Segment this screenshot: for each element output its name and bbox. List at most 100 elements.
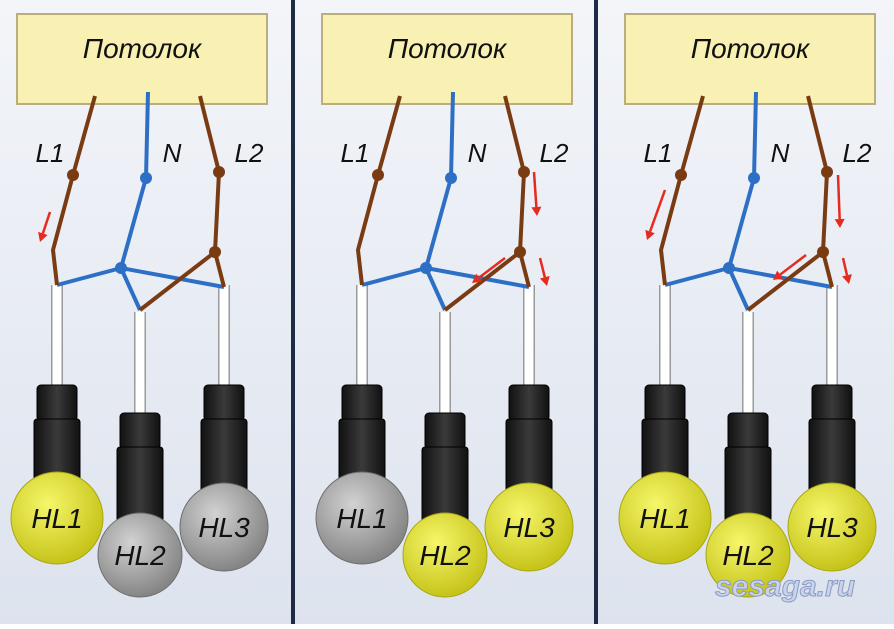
phase-wire-l2 xyxy=(138,95,221,312)
neutral-junction-lower xyxy=(723,262,735,274)
phase-l1-junction xyxy=(67,169,79,181)
bulb-label: HL3 xyxy=(503,512,555,543)
wire-label-l2: L2 xyxy=(540,138,569,168)
neutral-branch-hl2 xyxy=(727,267,750,311)
current-arrow-3 xyxy=(779,254,807,276)
neutral-wire xyxy=(664,91,758,287)
ceiling-label: Потолок xyxy=(691,33,811,64)
bulb-label: HL2 xyxy=(722,540,774,571)
phase-wire-l1 xyxy=(356,95,402,286)
phase-l2-branch-hl3 xyxy=(518,251,531,288)
current-arrow-1 xyxy=(648,189,667,232)
socket-top xyxy=(644,384,686,422)
socket-top xyxy=(119,412,161,450)
phase-l2-branch-hl3 xyxy=(821,251,834,288)
neutral-branch-hl2 xyxy=(119,267,142,311)
wire-label-l1: L1 xyxy=(341,138,370,168)
bulb-globe xyxy=(484,482,574,572)
current-arrow-head-3 xyxy=(539,276,550,286)
bulb-hl3: HL3 xyxy=(484,384,574,572)
bulb-hl3: HL3 xyxy=(787,384,877,572)
current-arrow-head-3 xyxy=(773,270,784,280)
socket-top xyxy=(341,384,383,422)
current-arrow-3 xyxy=(538,257,547,278)
bulb-globe xyxy=(402,512,488,598)
bulb-hl1: HL1 xyxy=(315,384,409,565)
ceiling-box xyxy=(624,13,876,105)
bulb-label: HL2 xyxy=(419,540,471,571)
current-arrow-4 xyxy=(841,257,849,276)
current-arrow-2 xyxy=(478,257,506,279)
phase-l1-junction xyxy=(675,169,687,181)
wire-label-n: N xyxy=(163,138,182,168)
socket-top xyxy=(36,384,78,422)
ceiling-label: Потолок xyxy=(83,33,203,64)
socket-top xyxy=(424,412,466,450)
bulb-globe xyxy=(179,482,269,572)
bulb-label: HL3 xyxy=(806,512,858,543)
bulb-globe xyxy=(705,512,791,598)
current-arrow-head-1 xyxy=(531,206,542,216)
bulb-label: HL2 xyxy=(114,540,166,571)
bulb-globe xyxy=(97,512,183,598)
bulb-globe xyxy=(787,482,877,572)
wire-label-n: N xyxy=(468,138,487,168)
current-arrow-1 xyxy=(532,171,538,208)
phase-l2-junction-upper xyxy=(213,166,225,178)
phase-l2-junction-upper xyxy=(518,166,530,178)
ceiling-label: Потолок xyxy=(388,33,508,64)
phase-wire-l1 xyxy=(51,95,97,286)
phase-wire-l2 xyxy=(746,95,829,312)
socket-top xyxy=(727,412,769,450)
socket-top xyxy=(811,384,853,422)
current-arrow-1 xyxy=(41,211,52,234)
bulb-hl2: HL2 xyxy=(402,412,488,598)
current-arrow-head-1 xyxy=(38,231,48,242)
current-arrow-head-1 xyxy=(645,229,655,240)
phase-wire-l2 xyxy=(443,95,526,312)
socket-top xyxy=(508,384,550,422)
current-arrow-head-2 xyxy=(472,273,483,283)
bulb-label: HL1 xyxy=(336,503,387,534)
neutral-junction-upper xyxy=(445,172,457,184)
phase-wire-l1 xyxy=(659,95,705,286)
bulb-hl1: HL1 xyxy=(10,384,104,565)
current-arrow-head-4 xyxy=(842,274,852,284)
wire-label-l1: L1 xyxy=(36,138,65,168)
bulb-hl2: HL2 xyxy=(705,412,791,598)
neutral-branch-hl2 xyxy=(424,267,447,311)
current-arrow-head-2 xyxy=(834,218,845,228)
neutral-branch-hl3 xyxy=(120,266,225,289)
bulb-hl3: HL3 xyxy=(179,384,269,572)
bulb-hl2: HL2 xyxy=(97,412,183,598)
neutral-wire xyxy=(56,91,150,287)
wire-label-l2: L2 xyxy=(235,138,264,168)
bulb-globe xyxy=(618,471,712,565)
bulb-hl1: HL1 xyxy=(618,384,712,565)
panel-divider-1 xyxy=(291,0,295,624)
phase-l2-junction-lower xyxy=(817,246,829,258)
bulb-globe xyxy=(315,471,409,565)
wire-label-n: N xyxy=(771,138,790,168)
phase-l2-junction-upper xyxy=(821,166,833,178)
wire-label-l2: L2 xyxy=(843,138,872,168)
bulb-globe xyxy=(10,471,104,565)
ceiling-box xyxy=(16,13,268,105)
neutral-junction-upper xyxy=(748,172,760,184)
socket-top xyxy=(203,384,245,422)
bulb-label: HL1 xyxy=(31,503,82,534)
phase-l2-branch-hl3 xyxy=(213,251,226,288)
wire-label-l1: L1 xyxy=(644,138,673,168)
current-arrow-2 xyxy=(836,174,841,220)
neutral-wire xyxy=(361,91,455,287)
neutral-junction-lower xyxy=(420,262,432,274)
phase-l2-junction-lower xyxy=(209,246,221,258)
phase-l2-junction-lower xyxy=(514,246,526,258)
bulb-label: HL1 xyxy=(639,503,690,534)
ceiling-box xyxy=(321,13,573,105)
